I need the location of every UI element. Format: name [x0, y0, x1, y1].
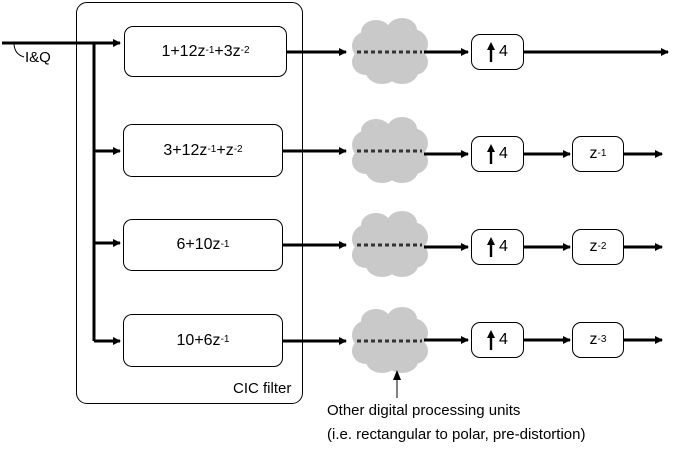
- filter-expr-2-base: 3+12z: [163, 141, 208, 159]
- delay-exp-2: -2: [597, 240, 607, 252]
- filter-expr-3-base: 6+10z: [176, 236, 221, 253]
- cic-filter-label: CIC filter: [233, 380, 292, 397]
- up-arrow-icon: [487, 237, 496, 257]
- filter-expr-1-mid: +3z: [214, 42, 241, 60]
- delay-box-3: z-3: [572, 322, 624, 358]
- cic-filter-frame: [76, 2, 303, 404]
- filter-expr-1-base: 1+12z: [161, 42, 206, 60]
- delay-base-2: z: [589, 238, 598, 255]
- up-arrow-icon: [487, 144, 496, 164]
- input-label: I&Q: [25, 49, 51, 66]
- filter-box-4: 10+6z-1: [123, 314, 283, 367]
- upsampler-box-3: 4: [471, 229, 524, 265]
- upsample-factor-1: 4: [499, 43, 508, 60]
- filter-box-3: 6+10z-1: [123, 219, 283, 271]
- delay-exp-1: -1: [597, 147, 607, 159]
- filter-expr-2-exp2: -2: [233, 144, 243, 155]
- upsample-factor-2: 4: [499, 145, 508, 162]
- filter-expr-2-exp1: -1: [207, 144, 217, 155]
- upsample-factor-3: 4: [499, 238, 508, 255]
- filter-expr-4-exp1: -1: [220, 334, 230, 345]
- upsampler-box-4: 4: [471, 322, 524, 358]
- input-label-tick: [13, 42, 25, 58]
- caption-line-2: (i.e. rectangular to polar, pre-distorti…: [327, 426, 586, 443]
- up-arrow-icon: [487, 330, 496, 350]
- filter-expr-2-mid: +z: [216, 141, 234, 159]
- upsampler-box-2: 4: [471, 136, 524, 172]
- delay-exp-3: -3: [597, 333, 607, 345]
- delay-box-2: z-2: [572, 229, 624, 265]
- filter-expr-4-base: 10+6z: [176, 331, 221, 349]
- filter-box-2: 3+12z-1+z-2: [123, 124, 283, 177]
- filter-expr-1-exp1: -1: [205, 45, 215, 56]
- delay-base-1: z: [589, 145, 598, 162]
- filter-expr-1-exp2: -2: [240, 45, 250, 56]
- delay-box-1: z-1: [572, 136, 624, 172]
- caption-pointer-head: [393, 370, 401, 380]
- filter-expr-3-exp1: -1: [220, 238, 230, 250]
- upsampler-box-1: 4: [471, 34, 524, 70]
- caption-line-1: Other digital processing units: [327, 402, 521, 419]
- up-arrow-icon: [487, 42, 496, 62]
- filter-box-1: 1+12z-1+3z-2: [124, 26, 287, 77]
- upsample-factor-4: 4: [499, 331, 508, 348]
- delay-base-3: z: [589, 331, 598, 348]
